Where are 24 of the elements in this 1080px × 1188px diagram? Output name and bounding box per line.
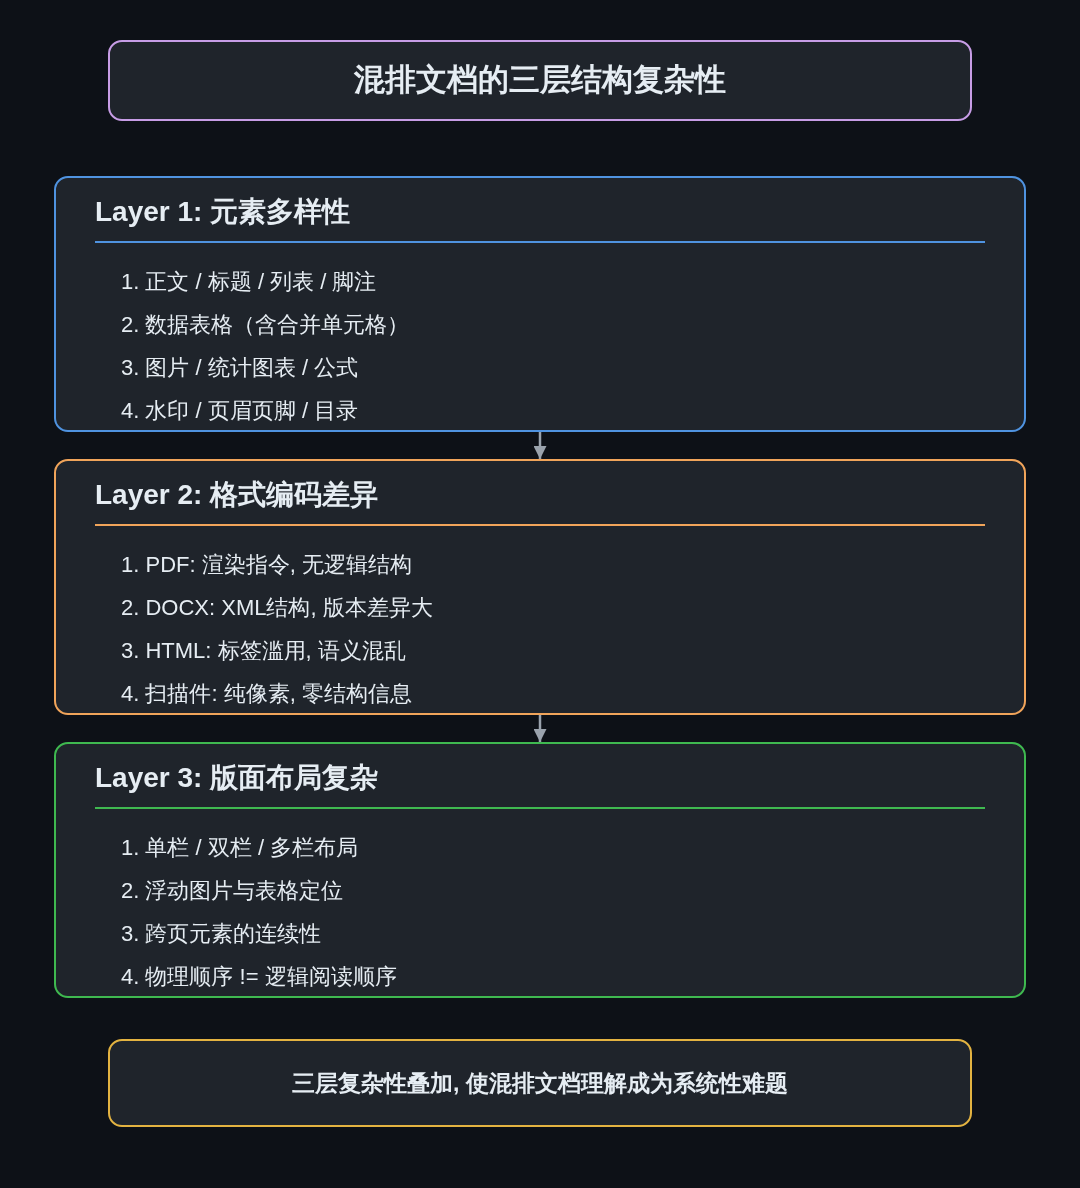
arrow: [533, 432, 547, 459]
list-item: 2. 浮动图片与表格定位: [121, 876, 344, 904]
title-banner: [108, 40, 972, 121]
list-item: 1. PDF: 渲染指令, 无逻辑结构: [121, 550, 412, 578]
list-item: 1. 正文 / 标题 / 列表 / 脚注: [121, 267, 377, 295]
list-item: 4. 扫描件: 纯像素, 零结构信息: [121, 679, 412, 707]
summary-text: 三层复杂性叠加, 使混排文档理解成为系统性难题: [292, 1068, 788, 1098]
summary-banner: [108, 1039, 972, 1127]
list-item: 4. 物理顺序 != 逻辑阅读顺序: [121, 962, 397, 990]
list-item: 2. DOCX: XML结构, 版本差异大: [121, 593, 433, 621]
title-text: 混排文档的三层结构复杂性: [354, 61, 726, 100]
layer-heading: Layer 1: 元素多样性: [95, 195, 351, 229]
list-item: 4. 水印 / 页眉页脚 / 目录: [121, 396, 359, 424]
layer-heading: Layer 3: 版面布局复杂: [95, 761, 379, 795]
layer-heading: Layer 2: 格式编码差异: [95, 478, 379, 512]
list-item: 3. 图片 / 统计图表 / 公式: [121, 353, 359, 381]
layer-panel: [54, 176, 1026, 432]
list-item: 3. 跨页元素的连续性: [121, 919, 322, 947]
list-item: 3. HTML: 标签滥用, 语义混乱: [121, 636, 406, 664]
arrow: [533, 715, 547, 742]
list-item: 1. 单栏 / 双栏 / 多栏布局: [121, 833, 359, 861]
layer-panel: [54, 459, 1026, 715]
list-item: 2. 数据表格（含合并单元格）: [121, 310, 410, 338]
layer-panel: [54, 742, 1026, 998]
